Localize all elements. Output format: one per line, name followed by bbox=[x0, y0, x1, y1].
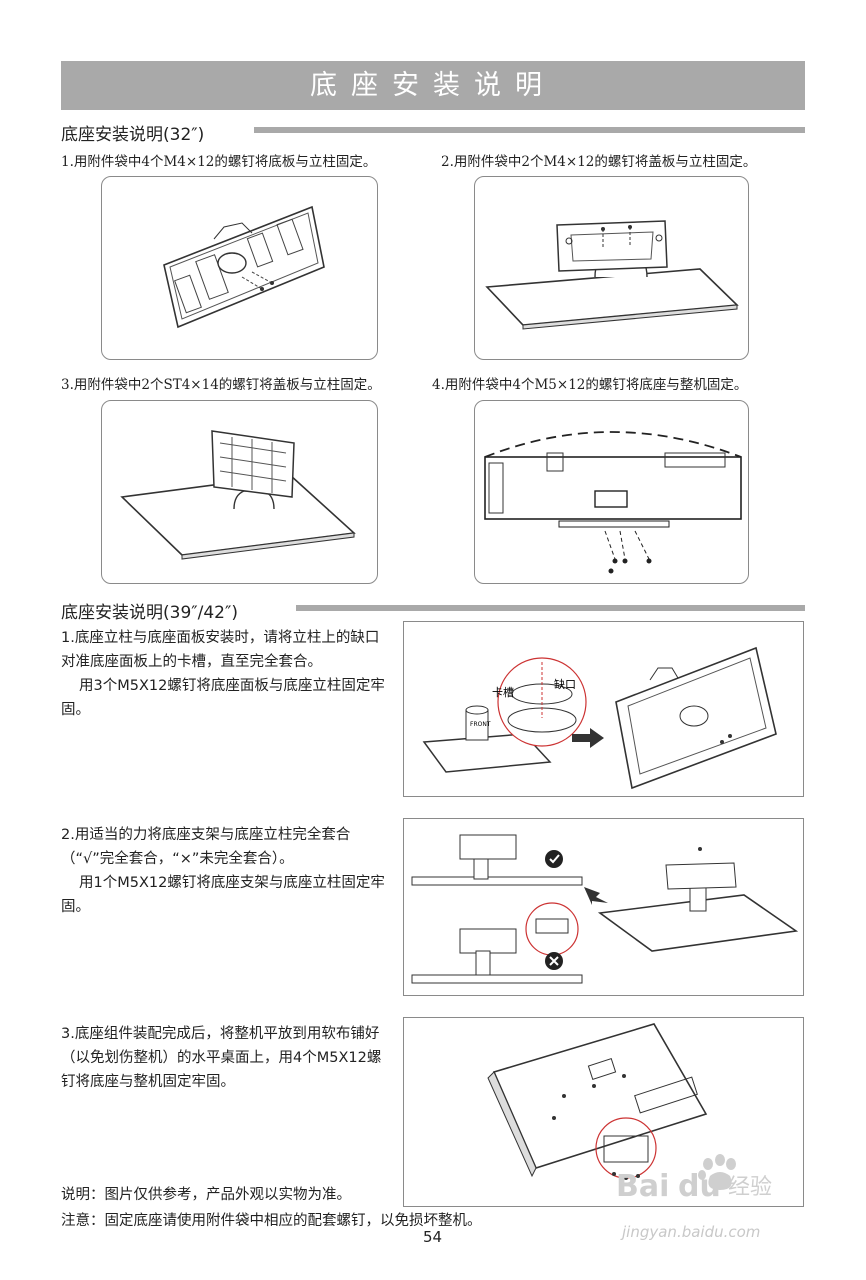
figure-32-step4 bbox=[474, 400, 749, 584]
step-3942-3-text: 3.底座组件装配完成后，将整机平放到用软布铺好（以免划伤整机）的水平桌面上，用4… bbox=[61, 1022, 387, 1094]
title-bar bbox=[61, 61, 805, 110]
step-3942-2-text: 2.用适当的力将底座支架与底座立柱完全套合（“√”完全套合，“×”未完全套合）。… bbox=[61, 823, 387, 919]
step-32-3-caption: 3.用附件袋中2个ST4×14的螺钉将盖板与立柱固定。 bbox=[61, 377, 381, 393]
section-3942-rule bbox=[296, 605, 805, 611]
watermark-brand: Bai bbox=[616, 1169, 669, 1204]
arrow-icon bbox=[584, 887, 608, 905]
section-3942-heading: 底座安装说明(39″/42″) bbox=[61, 603, 238, 623]
figure-3942-step3 bbox=[403, 1017, 804, 1207]
step-3942-1-text: 1.底座立柱与底座面板安装时，请将立柱上的缺口对准底座面板上的卡槽，直至完全套合… bbox=[61, 626, 387, 722]
page-title: 底座安装说明 bbox=[310, 70, 556, 101]
notch-label: 缺口 bbox=[554, 677, 576, 691]
step-3942-2-line2: 用1个M5X12螺钉将底座支架与底座立柱固定牢固。 bbox=[61, 875, 385, 915]
figure-32-step3 bbox=[101, 400, 378, 584]
figure-3942-step1: FRONT 卡槽 缺口 bbox=[403, 621, 804, 797]
watermark-jingyan: 经验 bbox=[728, 1175, 772, 1200]
step-3942-1-line2: 用3个M5X12螺钉将底座面板与底座立柱固定牢固。 bbox=[61, 678, 385, 718]
figure-3942-step2 bbox=[403, 818, 804, 996]
step-32-1-caption: 1.用附件袋中4个M4×12的螺钉将底板与立柱固定。 bbox=[61, 154, 377, 170]
page-number: 54 bbox=[423, 1228, 443, 1246]
step-3942-1-line1: 1.底座立柱与底座面板安装时，请将立柱上的缺口对准底座面板上的卡槽，直至完全套合… bbox=[61, 630, 380, 670]
watermark-du: du bbox=[678, 1169, 721, 1204]
figure-32-step1 bbox=[101, 176, 378, 360]
step-3942-2-line1: 2.用适当的力将底座支架与底座立柱完全套合（“√”完全套合，“×”未完全套合）。 bbox=[61, 827, 351, 867]
arrow-icon bbox=[572, 728, 604, 748]
front-label: FRONT bbox=[470, 721, 491, 728]
check-icon bbox=[545, 850, 563, 868]
figure-32-step2 bbox=[474, 176, 749, 360]
slot-label: 卡槽 bbox=[492, 686, 514, 699]
watermark-url: jingyan.baidu.com bbox=[622, 1223, 761, 1241]
step-32-4-caption: 4.用附件袋中4个M5×12的螺钉将底座与整机固定。 bbox=[432, 377, 748, 393]
section-32-rule bbox=[254, 127, 805, 133]
step-3942-3-line1: 3.底座组件装配完成后，将整机平放到用软布铺好（以免划伤整机）的水平桌面上，用4… bbox=[61, 1026, 382, 1090]
step-32-2-caption: 2.用附件袋中2个M4×12的螺钉将盖板与立柱固定。 bbox=[441, 154, 757, 170]
watermark-logo: Bai du 经验 bbox=[610, 1150, 820, 1230]
note-caution: 注意：固定底座请使用附件袋中相应的配套螺钉，以免损坏整机。 bbox=[61, 1213, 482, 1229]
section-32-heading: 底座安装说明(32″) bbox=[61, 125, 205, 145]
note-reference: 说明：图片仅供参考，产品外观以实物为准。 bbox=[61, 1187, 351, 1203]
